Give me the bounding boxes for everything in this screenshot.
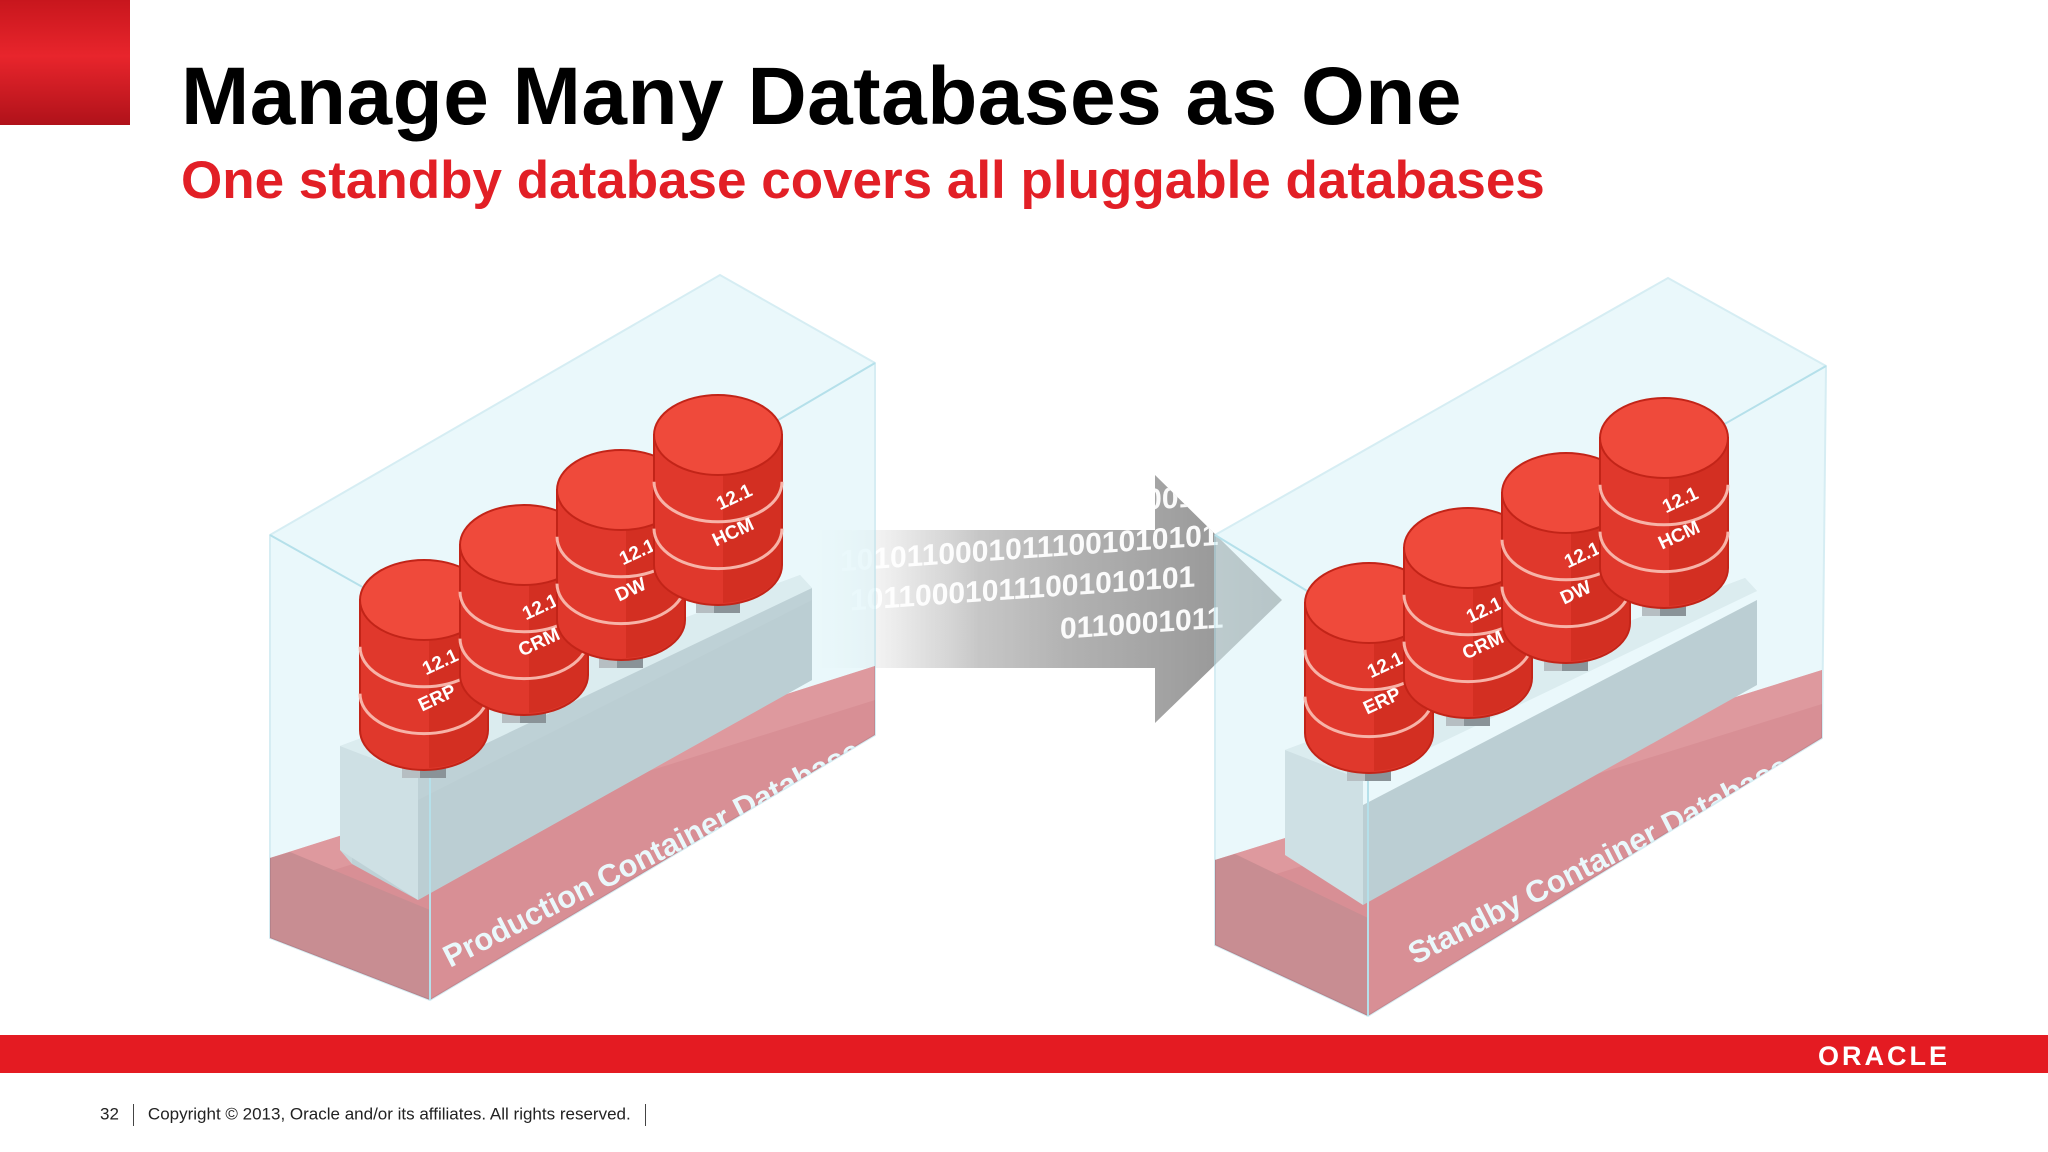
replication-arrow: 1011000101110010101 11000101110010101000…	[816, 403, 1282, 730]
oracle-logo: ORACLE	[1818, 1041, 1950, 1071]
pluggable-databases: 12.1ERP12.1CRM12.1DW12.1HCM12.1ERP12.1CR…	[358, 394, 1730, 781]
page-title: Manage Many Databases as One	[181, 51, 1462, 142]
footer-divider	[644, 1104, 646, 1126]
corner-accent	[0, 0, 130, 125]
footer-band	[0, 1035, 2048, 1073]
footer-divider	[132, 1104, 134, 1126]
copyright-text: Copyright © 2013, Oracle and/or its affi…	[147, 1104, 631, 1124]
database-cylinder: 12.1DW	[1500, 452, 1632, 671]
page-subtitle: One standby database covers all pluggabl…	[181, 151, 1545, 210]
slide-footer: 32 Copyright © 2013, Oracle and/or its af…	[100, 1104, 660, 1126]
bit-stream-line: 1011000101110010101	[880, 403, 1192, 458]
page-number: 32	[100, 1104, 119, 1124]
